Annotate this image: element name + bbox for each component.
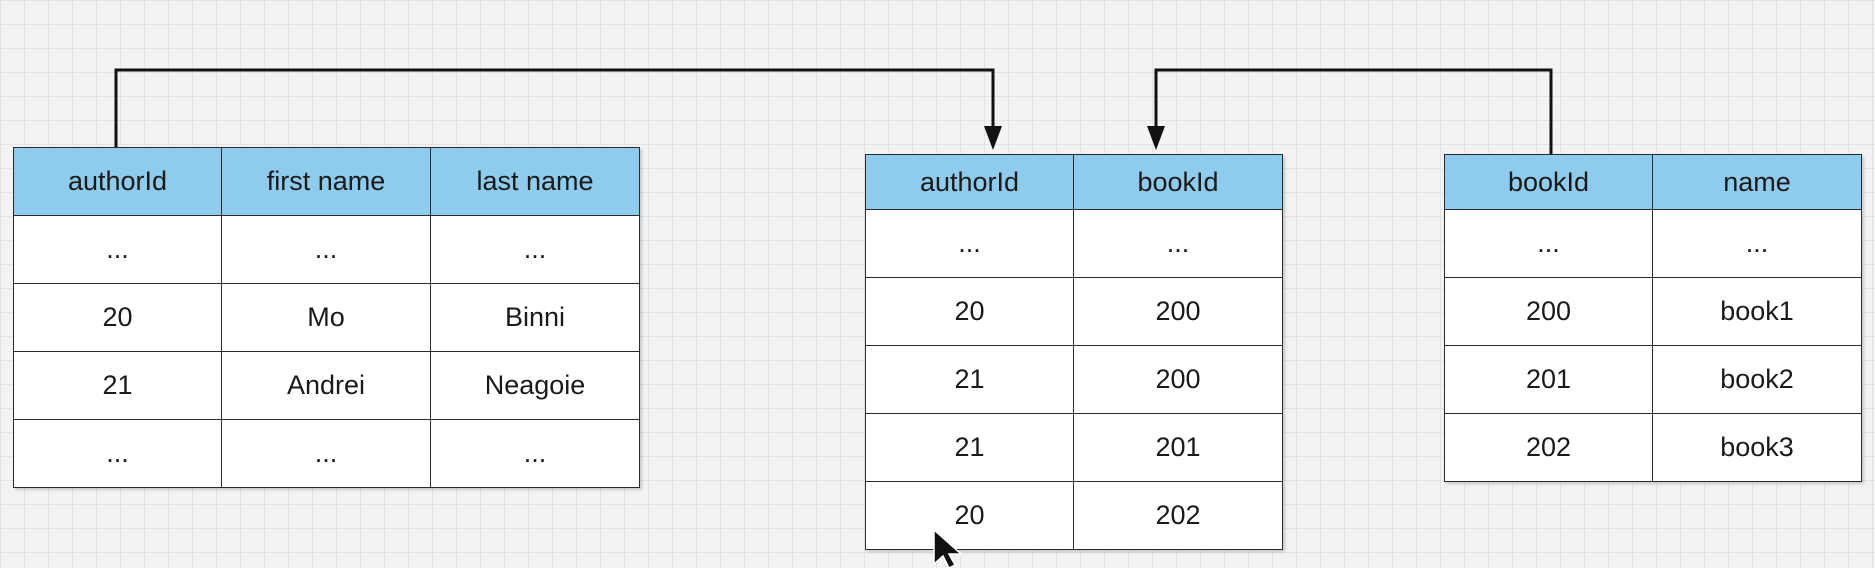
table-cell: 20 bbox=[13, 283, 222, 352]
author-book-table: authorId bookId ... ... 20 200 21 200 21… bbox=[865, 154, 1283, 550]
table-cell: 200 bbox=[1073, 277, 1283, 346]
column-header: authorId bbox=[865, 154, 1074, 210]
table-cell: ... bbox=[221, 215, 431, 284]
table-cell: ... bbox=[1444, 209, 1653, 278]
relationship-connectors bbox=[114, 68, 1553, 154]
table-cell: ... bbox=[430, 419, 640, 488]
table-cell: Binni bbox=[430, 283, 640, 352]
column-header: bookId bbox=[1444, 154, 1653, 210]
table-cell: 20 bbox=[865, 481, 1074, 550]
table-row: 21 201 bbox=[865, 413, 1283, 482]
connector-authors-to-junction bbox=[114, 68, 995, 147]
table-cell: book1 bbox=[1652, 277, 1862, 346]
table-cell: 201 bbox=[1073, 413, 1283, 482]
column-header: first name bbox=[221, 147, 431, 216]
table-cell: 201 bbox=[1444, 345, 1653, 414]
table-row: 20 Mo Binni bbox=[13, 283, 640, 352]
table-row: 200 book1 bbox=[1444, 277, 1862, 346]
table-row: ... ... ... bbox=[13, 419, 640, 488]
mouse-pointer-icon bbox=[933, 528, 963, 568]
table-cell: ... bbox=[13, 215, 222, 284]
books-table: bookId name ... ... 200 book1 201 book2 … bbox=[1444, 154, 1862, 482]
table-cell: 202 bbox=[1444, 413, 1653, 482]
column-header: name bbox=[1652, 154, 1862, 210]
table-cell: 21 bbox=[13, 351, 222, 420]
table-row: 21 200 bbox=[865, 345, 1283, 414]
table-row: 21 Andrei Neagoie bbox=[13, 351, 640, 420]
connector-books-to-junction bbox=[1154, 68, 1553, 154]
table-row: 201 book2 bbox=[1444, 345, 1862, 414]
diagram-canvas: authorId first name last name ... ... ..… bbox=[13, 68, 1862, 568]
table-header-row: authorId first name last name bbox=[13, 147, 640, 216]
table-cell: Neagoie bbox=[430, 351, 640, 420]
table-row: ... ... bbox=[1444, 209, 1862, 278]
table-header-row: authorId bookId bbox=[865, 154, 1283, 210]
table-cell: ... bbox=[1652, 209, 1862, 278]
table-cell: ... bbox=[430, 215, 640, 284]
table-cell: 202 bbox=[1073, 481, 1283, 550]
table-cell: ... bbox=[1073, 209, 1283, 278]
authors-table: authorId first name last name ... ... ..… bbox=[13, 147, 640, 488]
table-row: 20 202 bbox=[865, 481, 1283, 550]
table-cell: 21 bbox=[865, 413, 1074, 482]
table-row: 20 200 bbox=[865, 277, 1283, 346]
table-cell: 20 bbox=[865, 277, 1074, 346]
table-cell: ... bbox=[221, 419, 431, 488]
column-header: authorId bbox=[13, 147, 222, 216]
table-cell: 200 bbox=[1444, 277, 1653, 346]
table-cell: Mo bbox=[221, 283, 431, 352]
table-cell: 200 bbox=[1073, 345, 1283, 414]
column-header: bookId bbox=[1073, 154, 1283, 210]
table-cell: 21 bbox=[865, 345, 1074, 414]
table-cell: book3 bbox=[1652, 413, 1862, 482]
table-cell: ... bbox=[13, 419, 222, 488]
arrow-down-icon bbox=[1147, 126, 1165, 150]
arrow-down-icon bbox=[984, 126, 1002, 150]
table-cell: ... bbox=[865, 209, 1074, 278]
table-row: ... ... bbox=[865, 209, 1283, 278]
table-row: 202 book3 bbox=[1444, 413, 1862, 482]
table-cell: book2 bbox=[1652, 345, 1862, 414]
column-header: last name bbox=[430, 147, 640, 216]
table-header-row: bookId name bbox=[1444, 154, 1862, 210]
table-cell: Andrei bbox=[221, 351, 431, 420]
table-row: ... ... ... bbox=[13, 215, 640, 284]
